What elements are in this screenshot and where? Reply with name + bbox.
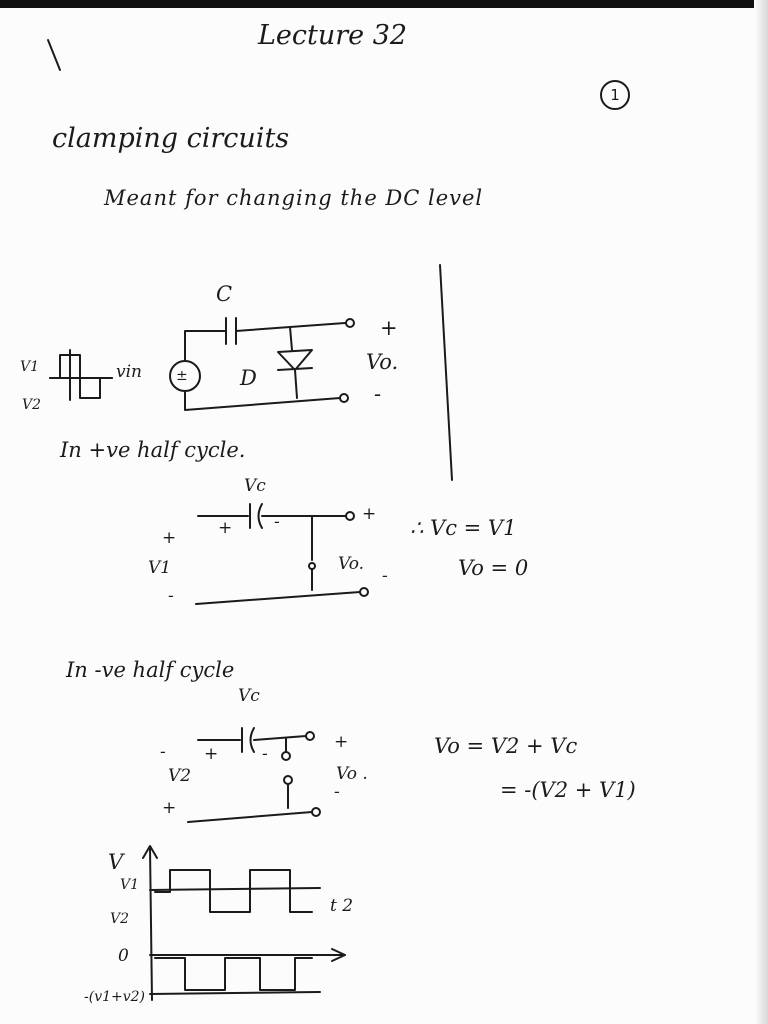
output-minus-sign: - [334,782,340,802]
output-plus-sign: + [362,504,377,524]
wire-bottom [184,390,341,411]
input-waveform [154,869,313,913]
output-waveform [154,957,313,991]
cap-minus-sign: - [274,512,280,532]
cap-minus-sign: - [262,744,268,764]
capacitor-label: C [216,282,233,306]
output-plus-sign: + [380,316,398,340]
input-minus-sign: - [160,742,166,762]
page-divider [439,264,453,481]
positive-equation-vo: Vo = 0 [458,556,529,580]
output-minus-sign: - [374,382,382,406]
positive-vo-label: Vo. [338,554,365,574]
output-plus-sign: + [334,732,349,752]
output-minus-sign: - [382,566,388,586]
wire-bottom [195,591,361,605]
positive-equation-vc: ∴ Vc = V1 [410,516,517,540]
negative-equation-result: = -(V2 + V1) [500,778,636,802]
graph-voltage-label: V [108,850,124,874]
output-bottom-level [149,991,321,995]
v2-level-label: V2 [22,397,42,413]
positive-half-circuit [195,503,369,605]
output-terminal-minus [339,393,349,403]
negative-vo-label: Vo . [336,764,368,784]
graph-time-label: t 2 [330,896,354,916]
input-plus-sign: + [162,798,177,818]
output-terminal-plus [345,511,355,521]
wire-bottom [187,811,313,823]
negative-equation-vo: Vo = V2 + Vc [434,734,578,758]
graph-bottom-level-label: -(v1+v2) [84,989,146,1005]
page-number: 1 [600,80,630,110]
voltage-axis-arrow [142,845,158,859]
graph-v2-label: V2 [110,911,130,927]
negative-half-title: In -ve half cycle [66,658,235,682]
source-label: vin [116,362,142,382]
input-square-wave [49,354,113,399]
output-terminal-minus [311,807,321,817]
diode-label: D [240,366,257,390]
wire-top-right [253,735,307,741]
lecture-title: Lecture 32 [258,20,408,51]
scan-edge-top [0,0,768,8]
cap-plus-sign: + [204,744,219,764]
output-terminal-plus [345,318,355,328]
input-plus-sign: + [162,528,177,548]
cap-plus-sign: + [218,518,233,538]
open-node-bottom [283,775,293,785]
time-axis-arrow [331,948,346,962]
diode-triangle [277,349,313,371]
positive-vc-label: Vc [244,476,266,496]
diode-lead-top [289,326,293,351]
output-voltage-label: Vo. [366,350,399,374]
graph-zero-label: 0 [118,946,129,966]
clamper-circuit [49,317,355,411]
clamped-waveform-graph [142,845,346,1001]
wire-top-left [184,330,227,362]
page-edge-shadow [754,0,768,1024]
graph-v1-label: V1 [120,877,140,893]
topic-heading: clamping circuits [52,123,290,154]
voltage-axis [149,847,153,1001]
capacitor-plate-right [249,727,255,753]
positive-half-title: In +ve half cycle. [60,438,246,462]
negative-vc-label: Vc [238,686,260,706]
topic-subheading: Meant for changing the DC level [104,186,484,210]
positive-v1-label: V1 [148,558,172,578]
input-baseline [149,887,321,891]
input-minus-sign: - [168,586,174,606]
source-polarity: ± [176,368,188,384]
v1-level-label: V1 [20,359,40,375]
capacitor-plate-right [257,503,263,529]
negative-half-circuit [187,727,321,823]
short-node [308,562,316,570]
output-terminal-minus [359,587,369,597]
diode-lead-bottom [294,369,298,399]
negative-v2-label: V2 [168,766,192,786]
output-terminal-plus [305,731,315,741]
open-node-top [281,751,291,761]
margin-mark [47,39,61,71]
